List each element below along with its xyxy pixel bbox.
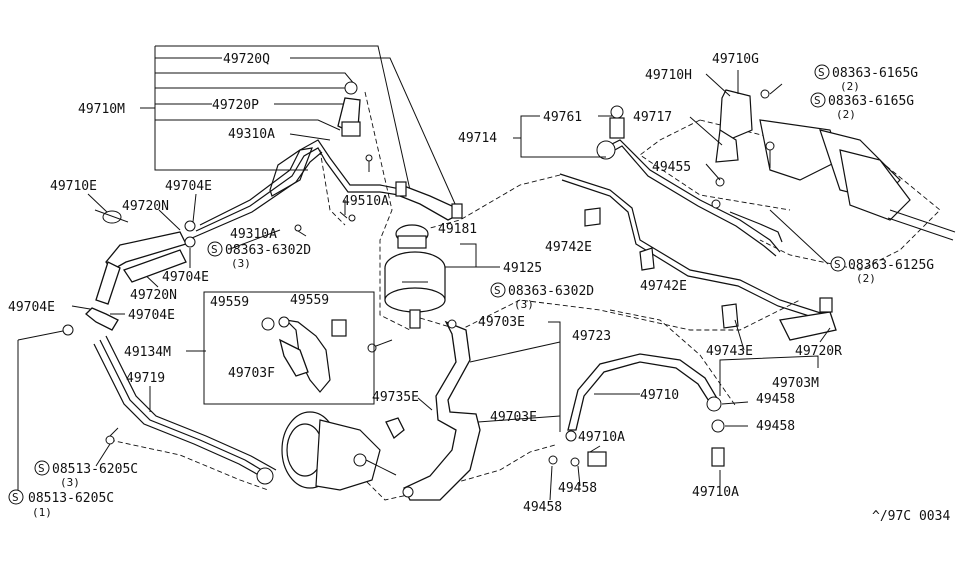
label-49720Q: 49720Q (223, 52, 270, 67)
label-08363-6165G-b-qty: (2) (836, 108, 856, 121)
label-49458-c: 49458 (558, 481, 597, 496)
label-49719: 49719 (126, 371, 165, 386)
label-49458-d: 49458 (523, 500, 562, 515)
label-49720N-bot: 49720N (130, 288, 177, 303)
label-49559-b: 49559 (290, 293, 329, 308)
diagram-reference-code: ^/97C 0034 (872, 509, 950, 524)
label-08513-6205C-b: 08513-6205C (28, 491, 114, 506)
label-08363-6165G-b: 08363-6165G (828, 94, 914, 109)
screw-icon (490, 282, 506, 298)
label-49704E-top: 49704E (165, 179, 212, 194)
screw-symbol: S (12, 491, 19, 504)
label-49720R: 49720R (795, 344, 842, 359)
label-08363-6302D-b: 08363-6302D (508, 284, 594, 299)
upper-pipe-assembly (191, 81, 463, 239)
label-49720P: 49720P (212, 98, 259, 113)
label-08513-6205C-a-qty: (3) (60, 476, 80, 489)
label-49458-a: 49458 (756, 392, 795, 407)
label-leaders-right (417, 70, 831, 501)
reservoir-assembly (384, 224, 446, 329)
label-49717: 49717 (633, 110, 672, 125)
label-08363-6302D-b-qty: (3) (514, 298, 534, 311)
screw-symbol: S (814, 94, 821, 107)
label-49743E: 49743E (706, 344, 753, 359)
label-49703F: 49703F (228, 366, 275, 381)
label-08363-6302D-a: 08363-6302D (225, 243, 311, 258)
label-49710G: 49710G (712, 52, 759, 67)
screw-icon (34, 460, 50, 476)
label-08513-6205C-a: 08513-6205C (52, 462, 138, 477)
leader-lines (17, 45, 461, 490)
label-08363-6165G-a-qty: (2) (840, 80, 860, 93)
label-08513-6205C-b-qty: (1) (32, 506, 52, 519)
label-49710: 49710 (640, 388, 679, 403)
screw-symbol: S (38, 462, 45, 475)
lower-left-pipes (62, 324, 277, 485)
label-49458-b: 49458 (756, 419, 795, 434)
screw-symbol: S (494, 284, 501, 297)
screw-symbol: S (818, 66, 825, 79)
dashed-outlines (109, 91, 941, 501)
label-49710M: 49710M (78, 102, 125, 117)
label-49710H: 49710H (645, 68, 692, 83)
label-49723: 49723 (572, 329, 611, 344)
label-49310A-top: 49310A (228, 127, 275, 142)
label-49710A-b: 49710A (692, 485, 739, 500)
label-49720N-top: 49720N (122, 199, 169, 214)
screw-icon (207, 241, 223, 257)
label-49703M: 49703M (772, 376, 819, 391)
middle-hose-assembly (367, 319, 481, 501)
screw-icon (814, 64, 830, 80)
label-08363-6165G-a: 08363-6165G (832, 66, 918, 81)
label-49704E-mid: 49704E (162, 270, 209, 285)
label-49181: 49181 (438, 222, 477, 237)
screw-icon (830, 256, 846, 272)
part-labels: 49720Q 49710M 49720P 49310A 49710E 49704… (8, 52, 950, 524)
screw-icon (8, 489, 24, 505)
label-49703E-b: 49703E (490, 410, 537, 425)
label-49455: 49455 (652, 160, 691, 175)
label-49510A: 49510A (342, 194, 389, 209)
label-49134M: 49134M (124, 345, 171, 360)
label-49742E-b: 49742E (640, 279, 687, 294)
label-49735E: 49735E (372, 390, 419, 405)
right-pipe-assembly (559, 105, 837, 341)
power-steering-pump (281, 411, 397, 491)
screw-symbol: S (211, 243, 218, 256)
label-08363-6302D-a-qty: (3) (231, 257, 251, 270)
label-49742E-a: 49742E (545, 240, 592, 255)
screw-symbol: S (834, 258, 841, 271)
label-49704E-left: 49704E (8, 300, 55, 315)
inset-box (203, 291, 375, 405)
label-49703E-a: 49703E (478, 315, 525, 330)
label-08363-6125G: 08363-6125G (848, 258, 934, 273)
label-49714: 49714 (458, 131, 497, 146)
screw-icon (810, 92, 826, 108)
left-hose-assembly (85, 209, 196, 331)
label-49704E-right: 49704E (128, 308, 175, 323)
label-49710A-a: 49710A (578, 430, 625, 445)
high-pressure-hose (548, 353, 725, 467)
label-49310A-mid: 49310A (230, 227, 277, 242)
label-49710E: 49710E (50, 179, 97, 194)
label-08363-6125G-qty: (2) (856, 272, 876, 285)
label-49125: 49125 (503, 261, 542, 276)
steering-gear (711, 83, 956, 243)
label-49761: 49761 (543, 110, 582, 125)
label-49559-a: 49559 (210, 295, 249, 310)
